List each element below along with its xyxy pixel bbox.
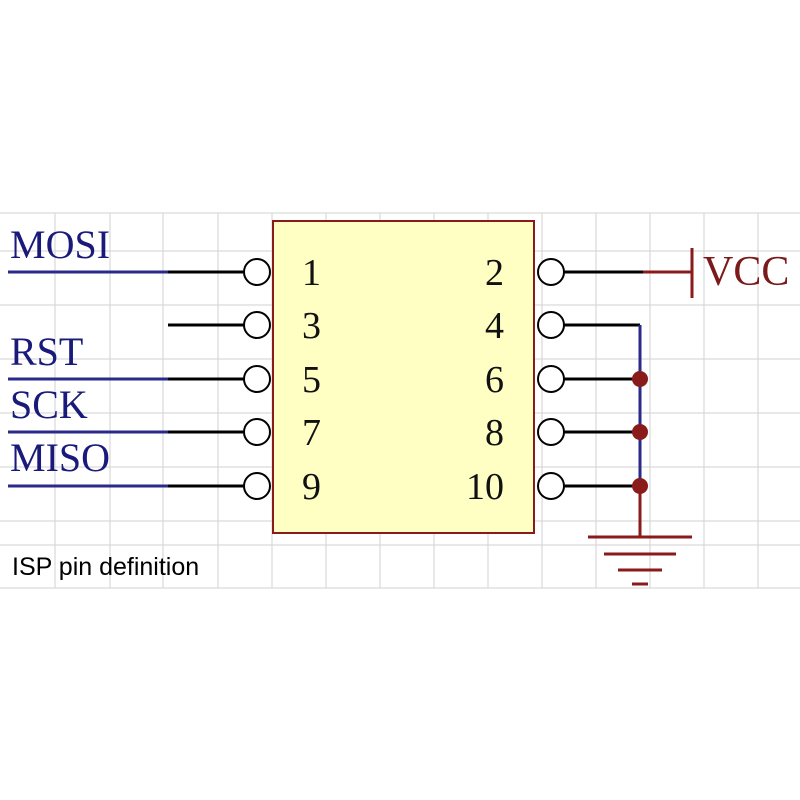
signal-wires	[8, 270, 168, 488]
junctions	[632, 371, 648, 494]
pin-circle-1	[243, 258, 271, 286]
pin-circle-6	[537, 365, 565, 393]
pin-circle-3	[243, 311, 271, 339]
pin-circle-2	[537, 258, 565, 286]
pin-circle-5	[243, 365, 271, 393]
vcc-symbol	[643, 248, 694, 298]
junction-dot-10	[632, 478, 648, 494]
diagram-caption: ISP pin definition	[12, 553, 199, 581]
connector-body	[272, 220, 535, 534]
left-pin-wires	[168, 270, 244, 488]
label-sck: SCK	[10, 382, 88, 427]
pin-circle-7	[243, 418, 271, 446]
pin-circles	[243, 258, 565, 500]
pin-number-2: 2	[485, 252, 504, 294]
label-rst: RST	[10, 329, 83, 374]
junction-dot-6	[632, 371, 648, 387]
pin-number-6: 6	[485, 359, 504, 401]
label-mosi: MOSI	[10, 222, 110, 267]
pin-number-5: 5	[302, 359, 321, 401]
pin-circle-4	[537, 311, 565, 339]
right-pin-wires	[564, 270, 643, 488]
pin-number-3: 3	[302, 305, 321, 347]
pin-number-9: 9	[302, 466, 321, 508]
junction-dot-8	[632, 424, 648, 440]
pin-number-10: 10	[466, 466, 504, 508]
pin-circle-8	[537, 418, 565, 446]
label-miso: MISO	[10, 435, 110, 480]
pin-number-7: 7	[302, 412, 321, 454]
vcc-label: VCC	[703, 249, 789, 295]
pin-circle-9	[243, 472, 271, 500]
ground-symbol	[588, 535, 692, 586]
pin-number-4: 4	[485, 305, 504, 347]
pin-number-8: 8	[485, 412, 504, 454]
pin-number-1: 1	[302, 252, 321, 294]
pin-circle-10	[537, 472, 565, 500]
